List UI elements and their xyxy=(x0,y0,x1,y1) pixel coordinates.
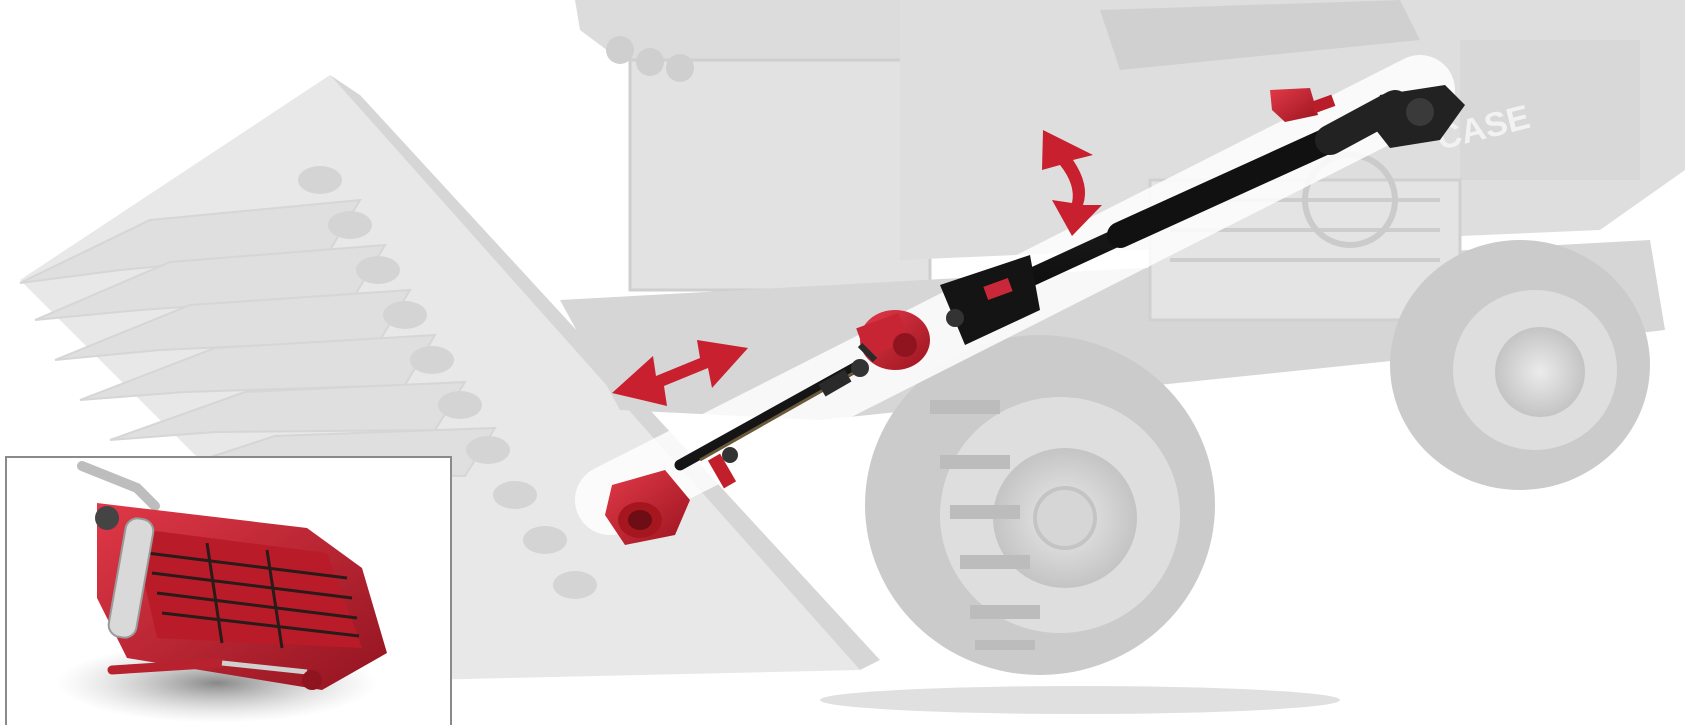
red-gearbox-middle xyxy=(856,310,930,370)
red-gearbox-lower xyxy=(605,453,737,545)
inset-pipe xyxy=(77,461,160,511)
double-arrow-vertical-icon xyxy=(1042,130,1102,236)
feeder-house-inset xyxy=(5,456,452,725)
red-gearbox-upper xyxy=(1270,85,1465,148)
ghost-ladder xyxy=(930,400,1040,650)
feeder-house-body xyxy=(95,503,387,690)
double-arrow-horizontal-icon xyxy=(612,340,748,406)
ground-shadow xyxy=(820,686,1340,714)
inset-svg xyxy=(57,461,387,723)
ghost-front-wheel xyxy=(865,335,1215,675)
driveline-shaft xyxy=(674,90,1410,471)
ghost-rear-wheel xyxy=(1390,240,1650,490)
